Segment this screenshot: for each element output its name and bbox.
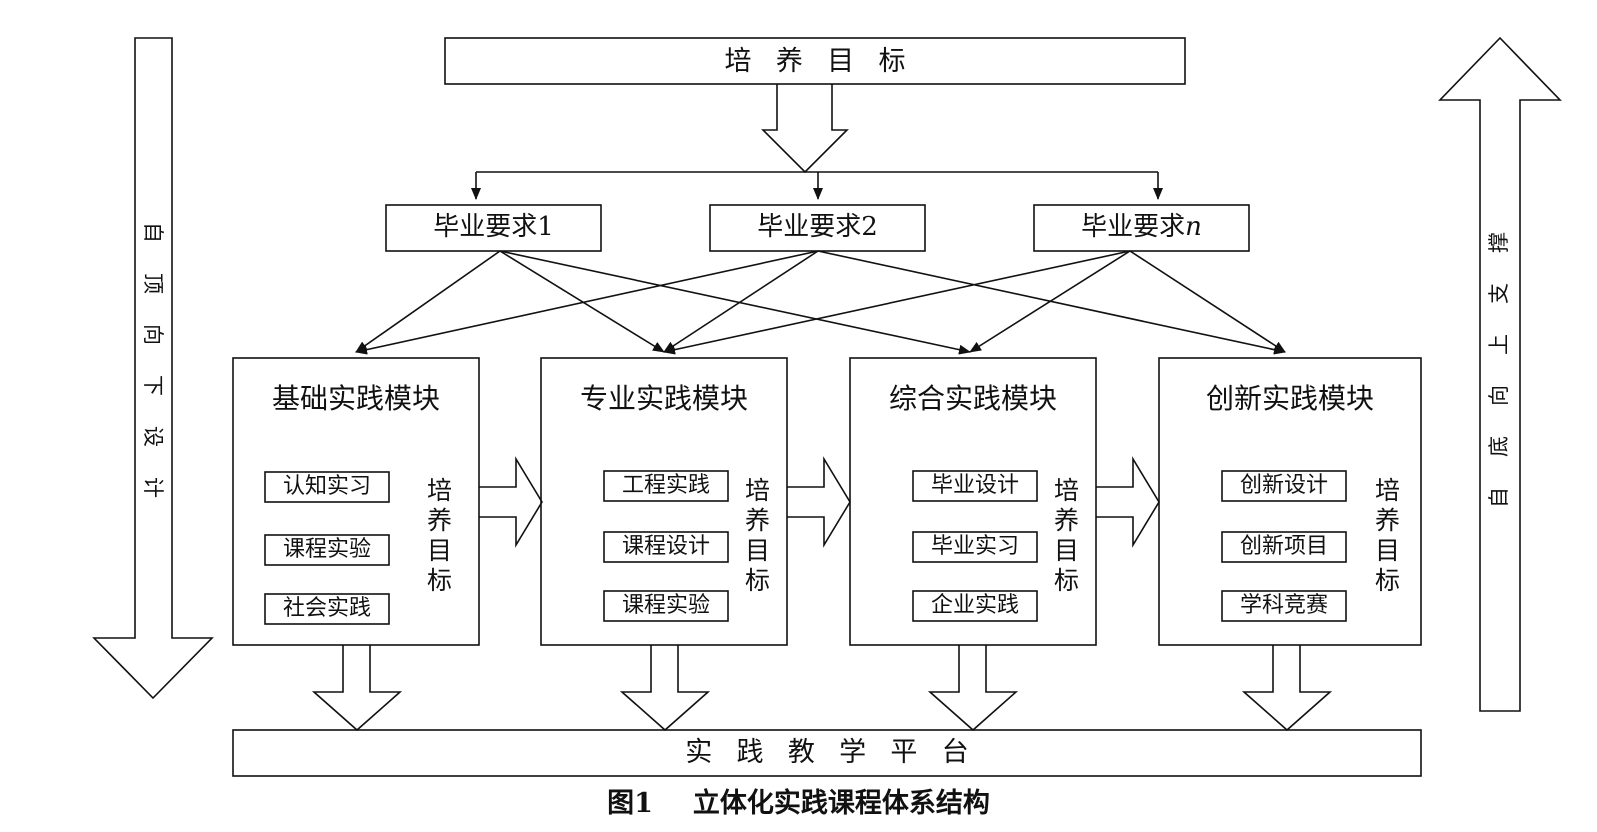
platform-arrow-4 [1241,645,1333,732]
platform-box [232,729,1422,777]
module-4-goal: 培养目标 [1375,476,1401,595]
module-3-item-3: 企业实践 [930,593,1019,618]
top-title: 培养目标 [724,46,930,77]
module-box-1 [232,357,480,646]
module-arrow-1 [479,456,543,548]
module-2-item-3: 课程实验 [621,593,710,618]
platform-arrow-2 [619,645,711,732]
module-title-4: 创新实践模块 [1205,382,1374,415]
module-arrow-2 [787,456,851,548]
module-4-item-3: 学科竞赛 [1239,593,1328,618]
platform-label: 实践教学平台 [685,737,994,768]
module-1-item-2: 课程实验 [282,537,371,562]
right-arrow-text: 自底向上支撑 [1487,232,1511,508]
requirement-label-n: 毕业要求n [1081,212,1202,242]
module-1-item-1: 认知实习 [282,474,371,499]
left-arrow-text: 自顶向下设计 [141,222,165,498]
caption-number: 图1 [607,788,653,819]
module-4-item-1: 创新设计 [1239,473,1328,498]
right-big-arrow [1438,36,1562,712]
requirement-module-links [355,250,1286,355]
platform-arrow-1 [311,645,403,732]
module-title-3: 综合实践模块 [888,382,1057,415]
module-4-item-2: 创新项目 [1239,534,1328,559]
requirement-label-2: 毕业要求2 [757,212,878,242]
module-1-item-3: 社会实践 [282,596,371,621]
platform-arrow-3 [927,645,1019,732]
module-title-1: 基础实践模块 [271,382,440,415]
module-3-goal: 培养目标 [1054,476,1080,595]
requirement-box-1 [385,204,602,252]
module-arrow-3 [1096,456,1160,548]
requirement-box-n [1033,204,1250,252]
module-1-goal: 培养目标 [427,476,453,595]
requirement-label-1: 毕业要求1 [433,212,554,242]
module-2-goal: 培养目标 [745,476,771,595]
module-2-item-2: 课程设计 [621,534,710,559]
module-3-item-2: 毕业实习 [930,534,1019,559]
module-3-item-1: 毕业设计 [930,473,1019,498]
caption-title: 立体化实践课程体系结构 [692,788,990,819]
module-2-item-1: 工程实践 [621,473,710,498]
figure-caption: 图1 立体化实践课程体系结构 [0,790,1597,817]
title-down-arrow [761,84,849,174]
module-title-2: 专业实践模块 [579,382,748,415]
left-big-arrow [92,37,214,700]
top-title-box [444,37,1186,85]
